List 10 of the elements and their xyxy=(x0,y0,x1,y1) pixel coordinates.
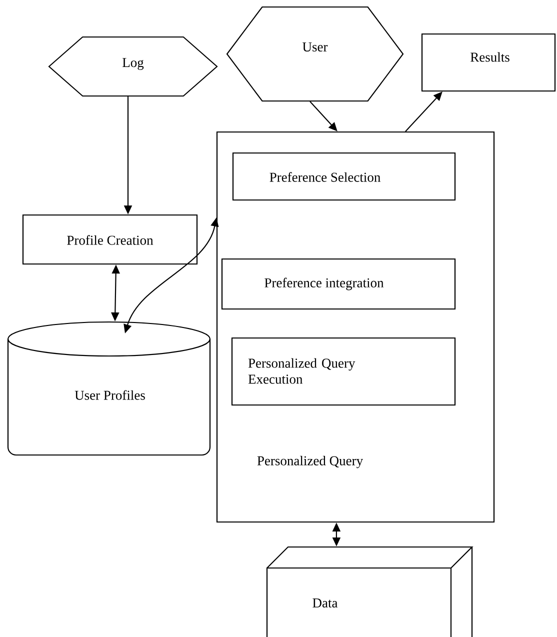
process-box: Profile Creation xyxy=(22,214,198,265)
process-box: Preference integration xyxy=(221,258,456,310)
hexagon-node: Log xyxy=(48,36,218,97)
process-box: Results xyxy=(421,33,556,92)
database-cylinder: User Profiles xyxy=(7,321,211,456)
process-box: Personalized Query Execution xyxy=(231,337,456,406)
node-label: User Profiles xyxy=(74,390,145,400)
data-cube: Data xyxy=(266,546,474,637)
process-box: Preference Selection xyxy=(232,152,456,201)
hexagon-node: User xyxy=(226,6,404,102)
